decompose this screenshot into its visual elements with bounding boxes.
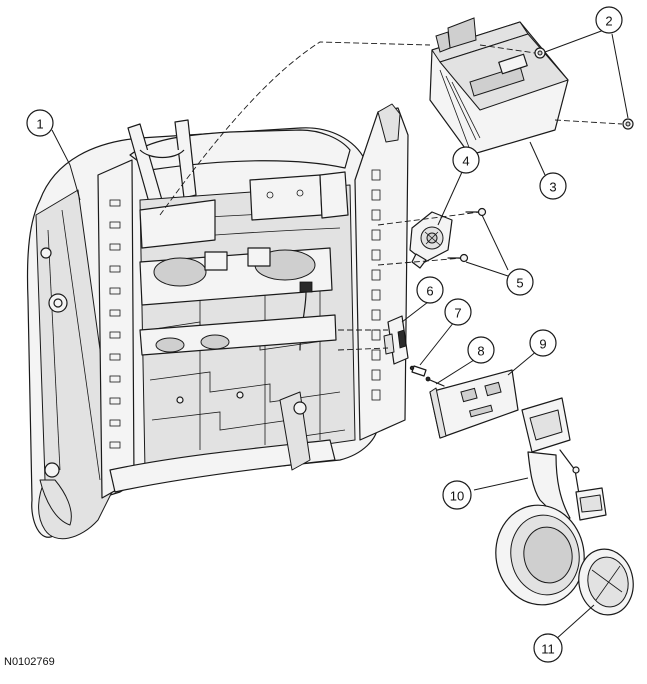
callout-4: 4 [452,146,480,174]
callout-10-label: 10 [450,489,464,504]
callout-2: 2 [595,6,623,34]
sensor-bracket [337,315,409,365]
callout-3-label: 3 [549,180,556,195]
recliner-motor [409,211,453,269]
callout-8: 8 [467,336,495,364]
module-mount-line [159,41,431,216]
callout-6: 6 [416,276,444,304]
module-fasteners [479,44,634,130]
callout-9: 9 [529,329,557,357]
mounting-bracket [429,369,519,439]
callout-7-label: 7 [454,306,461,321]
speaker-cover [578,548,634,616]
leader-lines [51,29,629,641]
seat-control-module [429,17,569,156]
callout-5-label: 5 [516,276,523,291]
callout-5: 5 [506,268,534,296]
wiring-harness-assembly [495,397,607,606]
pin [425,376,445,387]
seat-back-frame [26,103,409,540]
callout-7: 7 [444,298,472,326]
callout-11: 11 [533,633,563,663]
callout-8-label: 8 [477,344,484,359]
callout-4-label: 4 [462,154,469,169]
callout-1: 1 [26,109,54,137]
callout-1-label: 1 [36,117,43,132]
retaining-clip [409,365,427,377]
callout-6-label: 6 [426,284,433,299]
callout-9-label: 9 [539,337,546,352]
callout-2-label: 2 [605,14,612,29]
callout-3: 3 [539,172,567,200]
motor-screws [377,207,487,266]
callout-11-label: 11 [541,642,555,657]
figure-id: N0102769 [4,656,55,668]
callout-10: 10 [442,480,472,510]
